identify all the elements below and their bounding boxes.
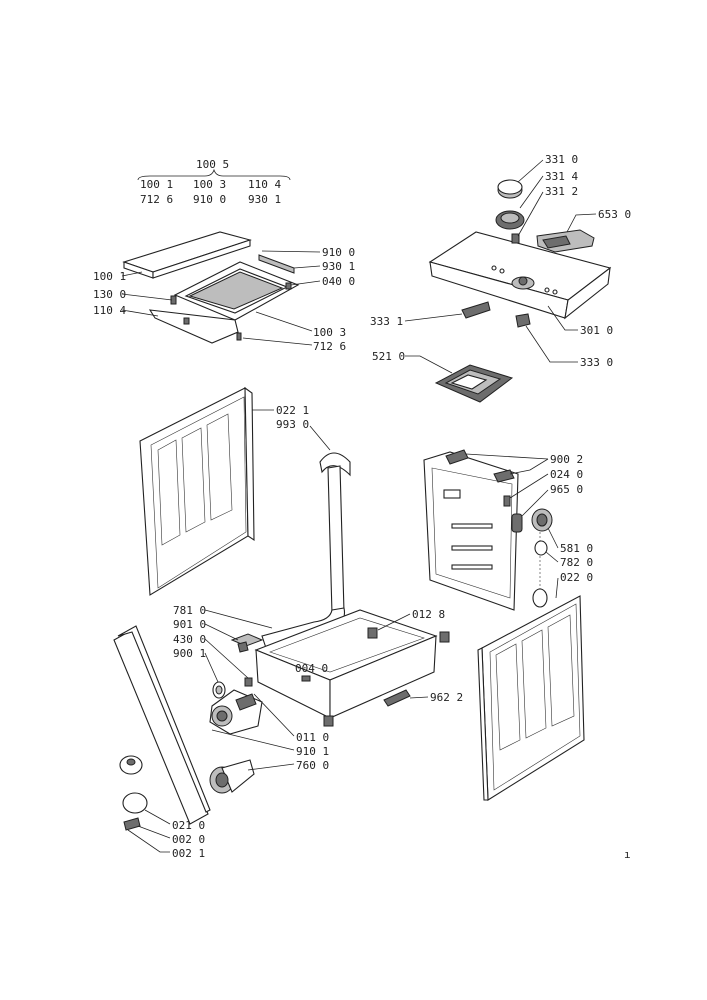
label-993-0: 993 0 (276, 418, 309, 431)
label-100-1: 100 1 (93, 270, 126, 283)
label-011-0: 011 0 (296, 731, 329, 744)
label-333-1: 333 1 (370, 315, 403, 328)
label-760-0: 760 0 (296, 759, 329, 772)
side-panel-left (139, 387, 249, 596)
clip-900-2 (445, 449, 469, 465)
label-930-1-top: 930 1 (322, 260, 355, 273)
detergent-drawer-housing: 521 0 (372, 350, 514, 403)
label-004-0: 004 0 (295, 662, 328, 675)
header-code-r2c1: 712 6 (140, 193, 173, 206)
label-910-1: 910 1 (296, 745, 329, 758)
rear-panel-assembly: 900 2 024 0 965 0 581 0 782 0 022 0 (423, 449, 593, 611)
header-code-r1c3: 110 4 (248, 178, 281, 191)
label-100-3: 100 3 (313, 326, 346, 339)
label-040-0: 040 0 (322, 275, 355, 288)
clip-002-0 (123, 817, 141, 831)
drain-hose (261, 452, 351, 649)
label-301-0: 301 0 (580, 324, 613, 337)
cap-782-0 (534, 540, 548, 556)
front-panel-assembly: 781 0 901 0 430 0 900 1 011 0 910 1 760 … (113, 604, 329, 860)
label-333-0: 333 0 (580, 356, 613, 369)
weight-962-2 (383, 689, 411, 707)
hinge-part (258, 254, 295, 274)
side-panel-right (481, 595, 585, 801)
label-521-0: 521 0 (372, 350, 405, 363)
label-110-4: 110 4 (93, 304, 126, 317)
label-653-0: 653 0 (598, 208, 631, 221)
label-024-0: 024 0 (550, 468, 583, 481)
right-side-panel (477, 595, 585, 801)
header-code-r1c1: 100 1 (140, 178, 173, 191)
clip-024-0 (503, 495, 511, 507)
label-012-8: 012 8 (412, 608, 445, 621)
label-130-0: 130 0 (93, 288, 126, 301)
label-712-6: 712 6 (313, 340, 346, 353)
label-021-0: 021 0 (172, 819, 205, 832)
label-965-0: 965 0 (550, 483, 583, 496)
label-900-2: 900 2 (550, 453, 583, 466)
header-top-code: 100 5 (196, 158, 229, 171)
corner-mark: ı (624, 848, 631, 861)
label-331-4: 331 4 (545, 170, 578, 183)
base-frame: 012 8 004 0 962 2 (254, 608, 463, 727)
label-910-0-top: 910 0 (322, 246, 355, 259)
header-code-r1c2: 100 3 (193, 178, 226, 191)
top-lid-assembly: 910 0 930 1 040 0 100 1 130 0 110 4 100 … (93, 231, 355, 353)
label-331-0: 331 0 (545, 153, 578, 166)
label-900-1: 900 1 (173, 647, 206, 660)
seal-965-0 (511, 513, 523, 533)
header-code-r2c3: 930 1 (248, 193, 281, 206)
header-code-group: 100 5 100 1 100 3 110 4 712 6 910 0 930 … (137, 158, 291, 206)
label-901-0: 901 0 (173, 618, 206, 631)
label-022-1: 022 1 (276, 404, 309, 417)
label-781-0: 781 0 (173, 604, 206, 617)
label-002-1: 002 1 (172, 847, 205, 860)
hatch-cover-021-0 (122, 792, 148, 814)
label-962-2: 962 2 (430, 691, 463, 704)
label-581-0: 581 0 (560, 542, 593, 555)
header-code-r2c2: 910 0 (193, 193, 226, 206)
label-430-0: 430 0 (173, 633, 206, 646)
label-002-0: 002 0 (172, 833, 205, 846)
control-panel-assembly: 331 0 331 4 331 2 653 0 333 1 301 0 333 … (370, 153, 631, 369)
label-022-0: 022 0 (560, 571, 593, 584)
label-331-2: 331 2 (545, 185, 578, 198)
label-782-0: 782 0 (560, 556, 593, 569)
left-side-panel: 022 1 993 0 (139, 386, 331, 596)
